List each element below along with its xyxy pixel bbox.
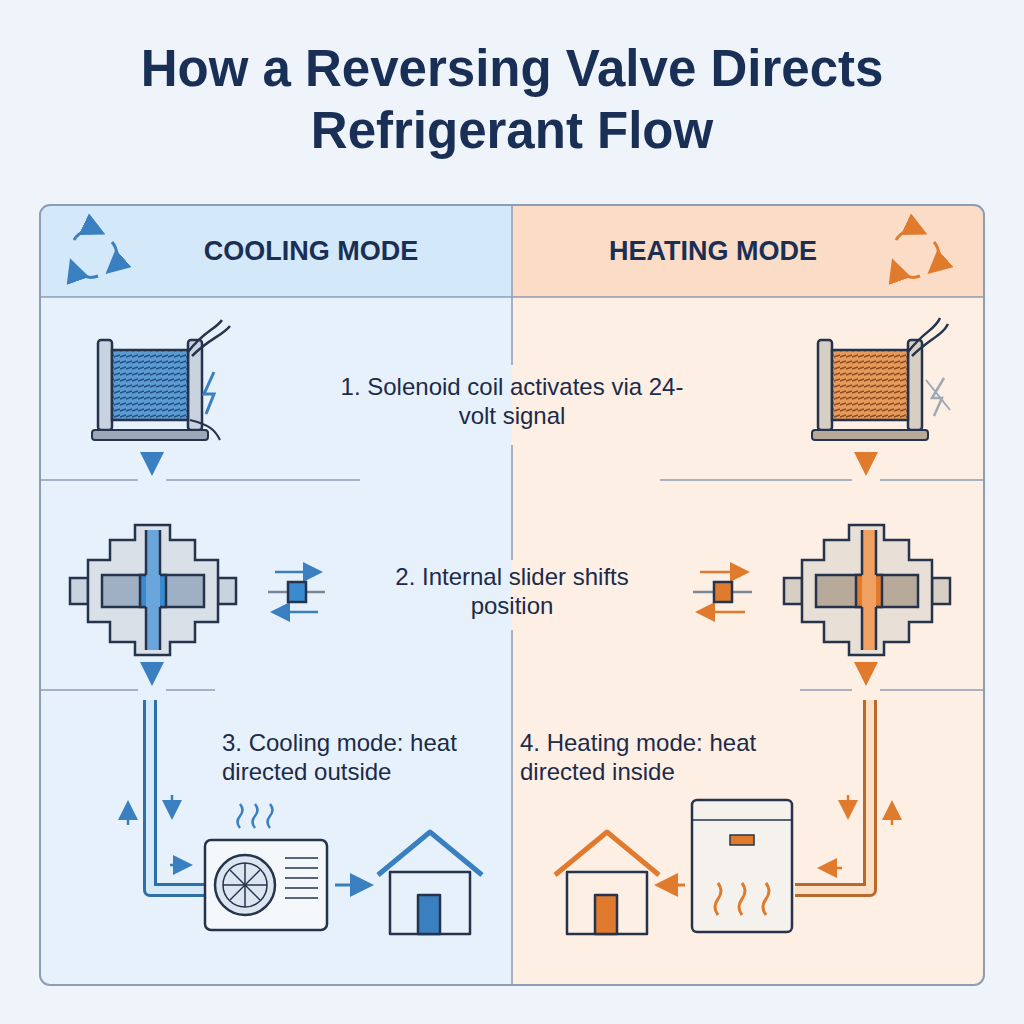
mode-header-band: HEATING MODE bbox=[512, 205, 984, 297]
mode-header-band: COOLING MODE bbox=[40, 205, 512, 297]
reversing-valve bbox=[70, 525, 236, 655]
solenoid-coil bbox=[812, 318, 950, 440]
step-label: 1. Solenoid coil activates via 24-volt s… bbox=[322, 372, 702, 430]
cycle-icon bbox=[894, 230, 939, 277]
mode-heading: HEATING MODE bbox=[609, 236, 817, 267]
flow-arrow bbox=[335, 884, 368, 887]
house-icon bbox=[378, 832, 482, 934]
flow-arrow bbox=[152, 455, 866, 680]
house-icon bbox=[555, 832, 659, 934]
outdoor-unit bbox=[205, 804, 327, 930]
panel-outline bbox=[40, 205, 984, 985]
indoor-unit bbox=[692, 800, 792, 932]
step-label: 3. Cooling mode: heat directed outside bbox=[222, 728, 492, 786]
solenoid-coil bbox=[92, 320, 230, 440]
diagram-title: How a Reversing Valve Directs Refrigeran… bbox=[62, 38, 962, 162]
flow-arrow bbox=[660, 884, 685, 887]
grid-lines bbox=[40, 205, 984, 985]
step-label: 4. Heating mode: heat directed inside bbox=[520, 728, 790, 786]
cycle-icon bbox=[72, 230, 117, 277]
mode-heading: COOLING MODE bbox=[204, 236, 419, 267]
step-label: 2. Internal slider shifts position bbox=[352, 562, 672, 620]
panel-ground bbox=[40, 205, 984, 985]
reversing-valve bbox=[784, 525, 950, 655]
